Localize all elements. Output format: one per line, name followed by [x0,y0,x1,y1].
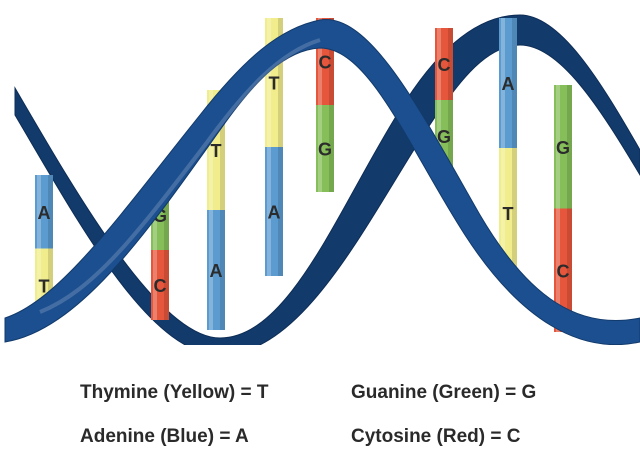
base-letter-bottom: C [154,276,167,296]
legend-thymine: Thymine (Yellow) = T [80,382,269,403]
rung-shading [512,18,517,278]
base-pair-4: TA [265,18,283,276]
base-adenine [499,18,517,148]
rung-shading [220,90,225,330]
legend-cytosine: Cytosine (Red) = C [351,426,521,447]
base-guanine [554,85,572,209]
legend-guanine: Guanine (Green) = G [351,382,537,403]
rung-highlight [37,175,41,322]
base-letter-top: A [38,203,51,223]
base-letter-bottom: C [557,261,570,281]
base-letter-bottom: G [318,140,332,160]
front-backbone-strand [4,19,640,345]
base-letter-bottom: G [437,127,451,147]
rung-highlight [556,85,560,332]
base-pair-1: AT [35,175,53,322]
rung-highlight [437,28,441,172]
rung-highlight [267,18,271,276]
base-letter-top: A [502,74,515,94]
rung-shading [278,18,283,276]
base-guanine [316,105,334,192]
base-cytosine [151,250,169,320]
base-cytosine [554,208,572,332]
rung-highlight [501,18,505,278]
rung-shading [567,85,572,332]
base-letter-top: T [269,74,280,94]
base-letter-bottom: A [268,203,281,223]
base-letter-bottom: T [503,204,514,224]
base-letter-top: C [438,55,451,75]
base-pair-6: CG [435,28,453,172]
base-letter-bottom: A [210,261,223,281]
legend-adenine: Adenine (Blue) = A [80,426,249,447]
rung-shading [448,28,453,172]
rung-highlight [209,90,213,330]
base-letter-top: G [556,138,570,158]
base-adenine [207,210,225,330]
rung-shading [164,180,169,320]
base-adenine [265,147,283,276]
rung-highlight [153,180,157,320]
front-strand-ribbon [4,19,640,345]
base-adenine [35,175,53,249]
base-letter-top: C [319,53,332,73]
rung-shading [329,18,334,192]
base-letter-top: T [211,141,222,161]
back-backbone-strand [14,14,640,345]
strand-highlight [39,38,321,314]
base-pair-7: AT [499,18,517,278]
back-strand-ribbon [14,14,640,345]
base-pair-8: GC [554,85,572,332]
base-thymine [499,148,517,278]
base-letter-bottom: T [39,276,50,296]
base-cytosine [435,28,453,100]
rung-shading [48,175,53,322]
rung-highlight [318,18,322,192]
